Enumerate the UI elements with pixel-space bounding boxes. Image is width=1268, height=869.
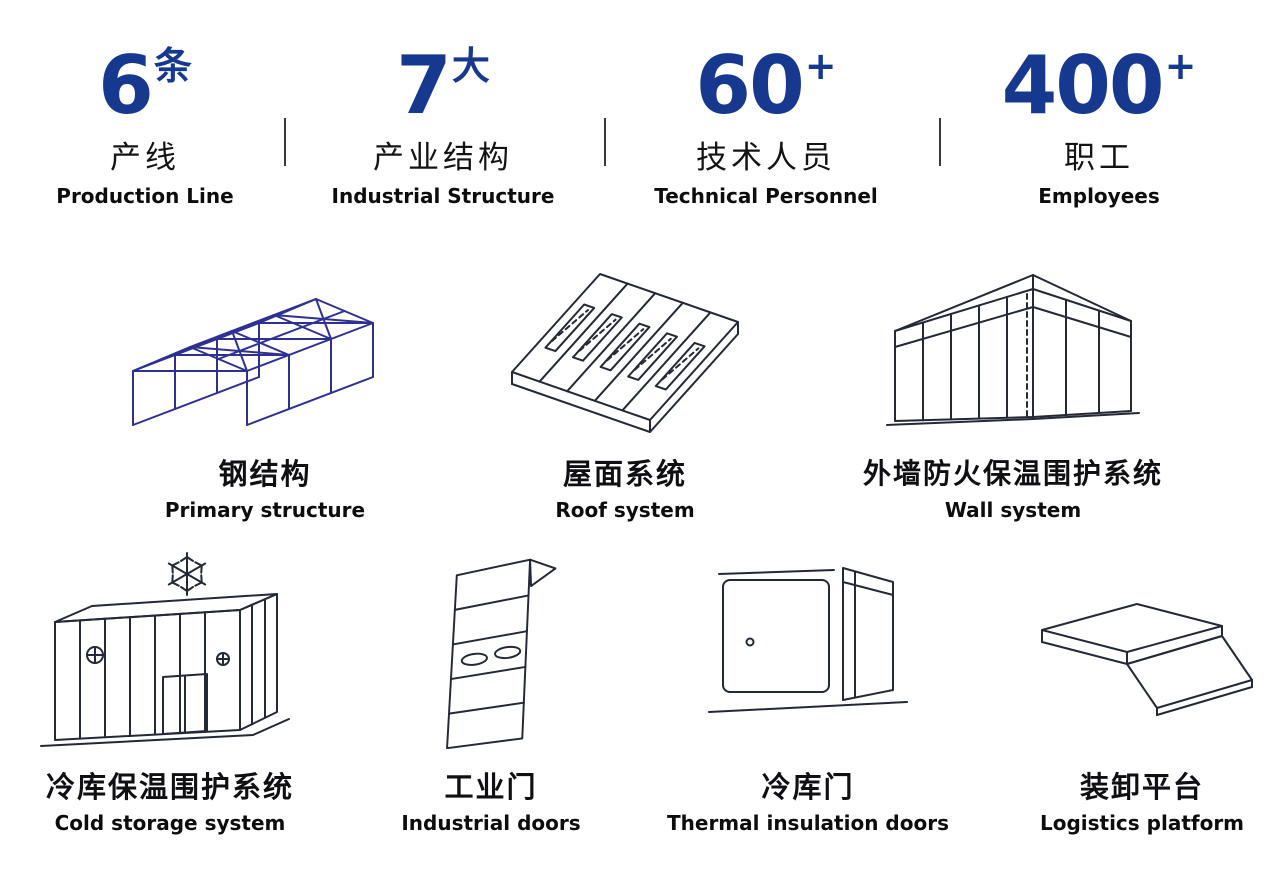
stat-technical-personnel: 60+ 技术人员 Technical Personnel [650,44,882,209]
stats-divider [284,118,286,166]
stat-number-value: 60 [695,39,804,132]
thermal-door-icon [708,567,908,713]
stat-number-suffix: 大 [451,44,490,88]
stat-label-en: Production Line [56,184,234,208]
stat-employees: 400+ 职工 Employees [985,44,1213,209]
stat-number: 7大 [328,44,558,128]
cold-storage-icon [40,552,290,747]
product-label-zh: 冷库保温围护系统 [45,770,294,804]
loading-platform-icon [1041,603,1253,716]
product-label-zh: 屋面系统 [562,457,687,491]
stat-number-value: 6 [98,39,154,132]
product-steel-structure: 钢结构 Primary structure [100,252,430,524]
product-icon-box [663,545,953,760]
product-label-zh: 钢结构 [218,457,312,491]
product-wall-system: 外墙防火保温围护系统 Wall system [858,252,1168,524]
product-roof-system: 屋面系统 Roof system [475,252,775,524]
product-label-en: Logistics platform [1039,811,1245,835]
stat-industrial-structure: 7大 产业结构 Industrial Structure [328,44,558,209]
product-label-en: Roof system [555,498,695,522]
product-icon-box [366,545,616,760]
product-loading-platform: 装卸平台 Logistics platform [1007,545,1268,837]
stat-production-lines: 6条 产线 Production Line [40,44,250,209]
product-icon-box [475,252,775,447]
stat-number-suffix: + [1164,44,1197,88]
stat-number: 400+ [985,44,1213,128]
steel-structure-icon [132,298,374,426]
product-label-en: Wall system [944,498,1082,522]
roof-system-icon [511,273,739,433]
stat-label-zh: 产线 [110,140,180,176]
stat-label-en: Industrial Structure [331,184,555,208]
product-label-en: Industrial doors [401,811,581,835]
stat-number-suffix: 条 [153,44,192,88]
product-label-zh: 外墙防火保温围护系统 [862,457,1163,490]
product-label-en: Cold storage system [54,811,286,835]
product-cold-storage: 冷库保温围护系统 Cold storage system [20,545,320,837]
wall-system-icon [886,274,1140,426]
stat-label-en: Employees [1038,184,1160,208]
stat-label-zh: 技术人员 [696,140,836,176]
snowflake-icon [167,552,207,596]
product-icon-box [20,545,320,760]
product-label-en: Primary structure [164,498,366,522]
stats-divider [939,118,941,166]
stat-number-suffix: + [804,44,837,88]
product-thermal-door: 冷库门 Thermal insulation doors [663,545,953,837]
product-label-en: Thermal insulation doors [667,811,949,835]
industrial-door-icon [446,558,557,750]
stat-label-zh: 职工 [1064,140,1134,176]
product-icon-box [858,252,1168,447]
product-label-zh: 冷库门 [761,770,855,804]
product-icon-box [1007,545,1268,760]
stat-label-en: Technical Personnel [654,184,878,208]
product-label-zh: 装卸平台 [1079,770,1204,804]
stat-label-zh: 产业结构 [373,140,513,176]
product-icon-box [100,252,430,447]
product-industrial-door: 工业门 Industrial doors [366,545,616,837]
stat-number: 60+ [650,44,882,128]
stat-number-value: 400 [1001,39,1165,132]
stats-divider [604,118,606,166]
stat-number-value: 7 [396,39,452,132]
stat-number: 6条 [40,44,250,128]
product-label-zh: 工业门 [444,770,538,804]
